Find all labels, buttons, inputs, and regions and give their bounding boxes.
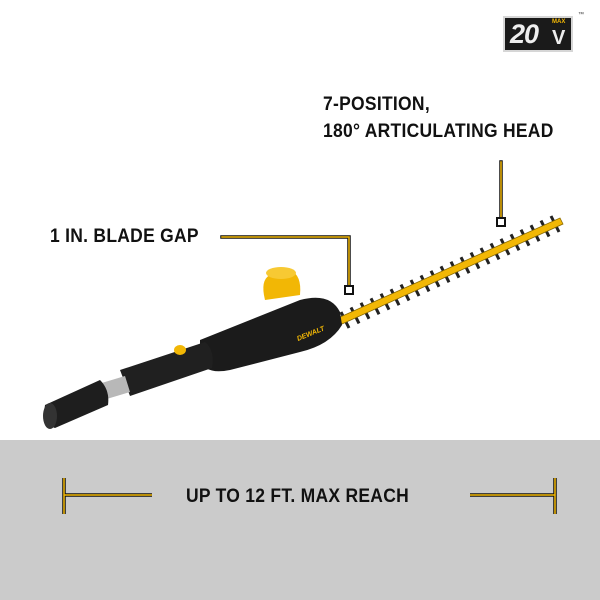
head-callout-line2: 180° ARTICULATING HEAD	[323, 121, 554, 142]
badge-voltage: 20	[510, 19, 539, 49]
badge-max: MAX	[552, 19, 566, 25]
max-reach-callout: UP TO 12 FT. MAX REACH	[186, 486, 409, 507]
gray-reach-band	[0, 440, 600, 600]
tool-body: DEWALT	[43, 267, 342, 429]
head-callout-line1: 7-POSITION,	[323, 94, 430, 115]
badge-unit: V	[552, 27, 566, 49]
trademark: ™	[578, 12, 584, 18]
lock-button	[174, 345, 186, 355]
hedge-blade	[337, 215, 564, 329]
20v-max-badge: 20 MAX V	[503, 16, 573, 52]
blade-gap-callout: 1 IN. BLADE GAP	[50, 226, 199, 247]
reach-dimension-line	[62, 478, 557, 514]
callout-lines	[220, 160, 506, 295]
pole-grip	[44, 380, 109, 428]
